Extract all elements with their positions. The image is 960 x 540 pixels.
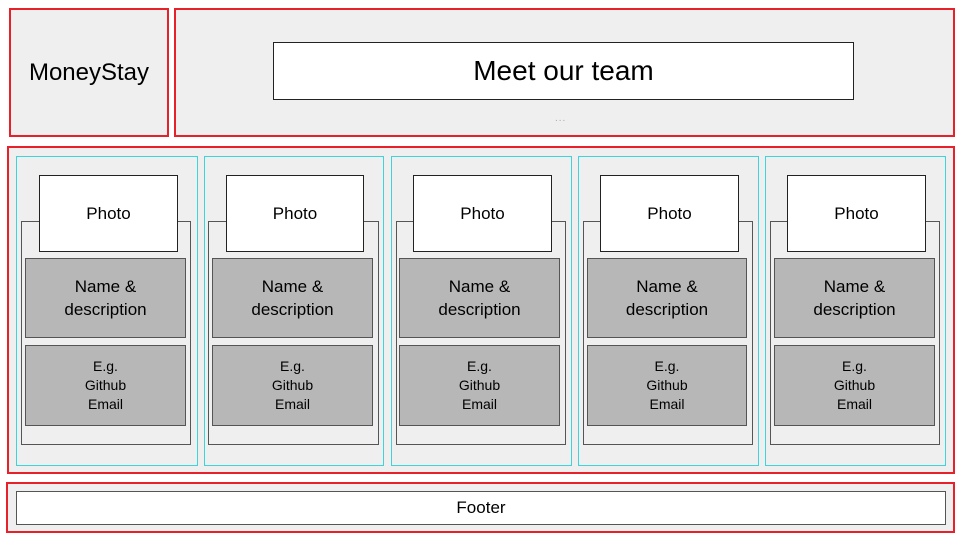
- photo-label: Photo: [86, 203, 131, 223]
- name-description-box: Name & description: [587, 258, 747, 338]
- footer-bar: Footer: [16, 491, 946, 525]
- name-description-box: Name & description: [774, 258, 935, 338]
- description-label: description: [251, 300, 334, 319]
- links-example-label: E.g.: [280, 358, 305, 374]
- photo-label: Photo: [272, 203, 318, 223]
- photo-label: Photo: [460, 203, 505, 223]
- links-example-label: E.g.: [842, 358, 867, 374]
- email-link[interactable]: Email: [649, 396, 685, 412]
- description-label: description: [64, 300, 147, 319]
- github-link[interactable]: Github: [271, 377, 314, 393]
- photo-placeholder: Photo: [600, 175, 739, 252]
- name-description-box: Name & description: [25, 258, 186, 338]
- page-title: Meet our team: [473, 55, 654, 86]
- photo-placeholder: Photo: [226, 175, 364, 252]
- page-title-box: Meet our team: [273, 42, 854, 100]
- description-label: description: [438, 300, 521, 319]
- footer-label: Footer: [456, 498, 506, 517]
- name-label: Name &: [448, 277, 511, 296]
- photo-placeholder: Photo: [787, 175, 926, 252]
- email-link[interactable]: Email: [274, 396, 310, 412]
- links-example-label: E.g.: [467, 358, 492, 374]
- email-link[interactable]: Email: [87, 396, 123, 412]
- github-link[interactable]: Github: [646, 377, 688, 393]
- photo-placeholder: Photo: [39, 175, 178, 252]
- name-label: Name &: [74, 277, 137, 296]
- email-link[interactable]: Email: [836, 396, 872, 412]
- name-description-box: Name & description: [212, 258, 373, 338]
- description-label: description: [813, 300, 896, 319]
- name-label: Name &: [261, 277, 324, 296]
- links-example-label: E.g.: [654, 358, 680, 374]
- name-label: Name &: [636, 277, 698, 296]
- name-description-box: Name & description: [399, 258, 560, 338]
- email-link[interactable]: Email: [461, 396, 497, 412]
- logo-region: MoneyStay: [9, 8, 169, 137]
- photo-placeholder: Photo: [413, 175, 552, 252]
- name-label: Name &: [823, 277, 886, 296]
- header-ellipsis: ...: [555, 113, 567, 124]
- github-link[interactable]: Github: [458, 377, 501, 393]
- github-link[interactable]: Github: [833, 377, 876, 393]
- photo-label: Photo: [834, 203, 879, 223]
- links-example-label: E.g.: [93, 358, 118, 374]
- photo-label: Photo: [647, 203, 692, 223]
- logo-text: MoneyStay: [28, 58, 150, 86]
- github-link[interactable]: Github: [84, 377, 127, 393]
- description-label: description: [625, 300, 709, 319]
